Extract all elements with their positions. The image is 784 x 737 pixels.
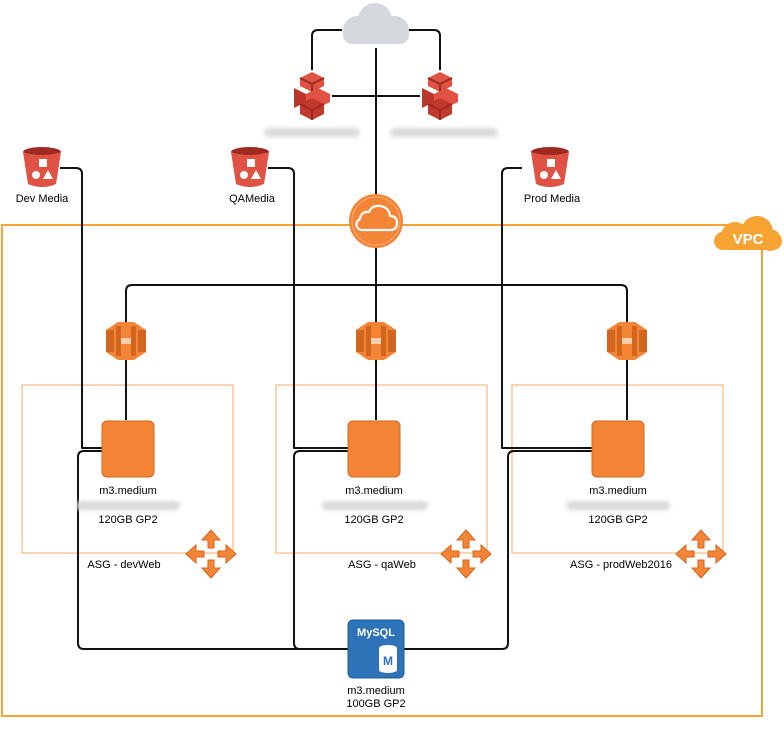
bucket-label-qa: QAMedia <box>229 193 275 205</box>
storage-label: 120GB GP2 <box>98 514 158 526</box>
s3-bucket-icon <box>231 147 269 187</box>
instance-type-label: m3.medium <box>589 485 647 497</box>
asg-box-qa <box>275 384 488 554</box>
load-balancer-icon <box>106 322 146 360</box>
ec2-instance-icon <box>591 420 645 478</box>
mysql-database-icon: MySQL M <box>347 619 405 679</box>
redacted-text <box>566 501 670 510</box>
auto-scaling-icon <box>675 529 727 579</box>
redacted-text <box>264 128 360 137</box>
asg-box-dev <box>21 384 234 554</box>
redacted-text <box>322 501 428 510</box>
internet-gateway-icon <box>349 194 403 248</box>
asg-label-qa: ASG - qaWeb <box>348 559 416 571</box>
storage-label: 120GB GP2 <box>344 514 404 526</box>
asg-box-prod <box>511 384 724 554</box>
cloudfront-icon <box>422 72 458 120</box>
cloudfront-icon <box>294 72 330 120</box>
load-balancer-icon <box>607 322 647 360</box>
load-balancer-icon <box>356 322 396 360</box>
internet-cloud-icon <box>343 3 409 44</box>
s3-bucket-icon <box>23 147 61 187</box>
auto-scaling-icon <box>440 529 492 579</box>
bucket-label-prod: Prod Media <box>523 193 581 205</box>
ec2-instance-icon <box>347 420 401 478</box>
asg-label-dev: ASG - devWeb <box>87 559 161 571</box>
s3-bucket-icon <box>531 147 569 187</box>
redacted-text <box>76 501 180 510</box>
db-instance-type-label: m3.medium <box>347 685 405 697</box>
mysql-badge: M <box>383 654 393 668</box>
db-storage-label: 100GB GP2 <box>346 698 406 710</box>
instance-type-label: m3.medium <box>99 485 157 497</box>
instance-type-label: m3.medium <box>345 485 403 497</box>
mysql-engine-label: MySQL <box>357 627 395 639</box>
auto-scaling-icon <box>185 529 237 579</box>
ec2-instance-icon <box>101 420 155 478</box>
vpc-label: VPC <box>733 231 764 248</box>
connector-lines <box>60 29 628 650</box>
asg-label-prod: ASG - prodWeb2016 <box>570 559 672 571</box>
vpc-badge: VPC <box>714 216 782 251</box>
storage-label: 120GB GP2 <box>588 514 648 526</box>
redacted-text <box>390 128 498 137</box>
bucket-label-dev: Dev Media <box>15 193 69 205</box>
